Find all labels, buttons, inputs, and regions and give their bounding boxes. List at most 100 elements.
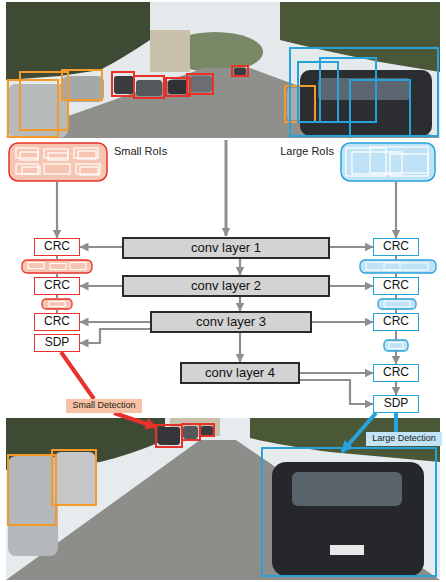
roi-box (50, 264, 66, 270)
sky (6, 2, 440, 138)
roi-box (80, 167, 98, 175)
roi-blob (378, 299, 416, 309)
roi-box (74, 148, 98, 158)
connector-arrow (395, 382, 397, 395)
roi-box (384, 263, 428, 270)
node-label: CRC (383, 240, 409, 253)
roi-blob-outline (341, 143, 435, 181)
connector-arrow (330, 246, 373, 248)
crc-box: CRC (34, 313, 80, 331)
node-label: Small Detection (72, 401, 135, 411)
roi-box (298, 62, 338, 122)
roi-blob (22, 260, 92, 309)
roi-box (389, 343, 403, 349)
roi-box (232, 66, 248, 76)
roi-box (352, 152, 402, 174)
roi-box (112, 72, 134, 96)
roi-box (20, 72, 68, 130)
roi-box (16, 164, 38, 174)
sdp-box: SDP (373, 395, 419, 413)
car (190, 76, 212, 92)
crc-box: CRC (373, 364, 419, 382)
roi-box (187, 74, 213, 94)
node-label: CRC (44, 240, 70, 253)
roi-box (290, 48, 438, 136)
roi-box (350, 80, 410, 136)
blob-link (395, 295, 397, 299)
node-label: conv layer 3 (196, 315, 266, 329)
detection-box (200, 424, 214, 436)
node-label: Large Detection (372, 434, 436, 444)
blob-link (56, 295, 58, 299)
building (150, 30, 190, 72)
trees (6, 2, 150, 80)
connector-arrow (239, 297, 241, 311)
car (114, 76, 134, 94)
detection-box (8, 455, 56, 525)
detection-box (52, 450, 96, 505)
car (234, 68, 246, 75)
connector-arrow (61, 352, 94, 399)
connector-arrow (330, 285, 373, 287)
node-label: SDP (384, 397, 409, 410)
car (54, 452, 96, 506)
roi-box (62, 70, 102, 100)
connector-arrow (239, 333, 241, 362)
roi-box (20, 152, 38, 160)
car (8, 456, 58, 556)
crc-box: CRC (34, 238, 80, 256)
roi-box (384, 301, 410, 307)
connector-arrow (312, 321, 373, 323)
detection-arrow (114, 413, 156, 427)
street-photo (6, 418, 440, 580)
roi-blob-outline (9, 143, 107, 181)
node-label: CRC (383, 279, 409, 292)
connector-arrow (56, 182, 58, 238)
roi-box (134, 76, 164, 98)
car-window (292, 472, 402, 506)
connector-arrow (80, 329, 150, 343)
car (168, 80, 188, 94)
roi-group: Large RoIs (340, 142, 436, 182)
node-label: conv layer 1 (191, 241, 261, 255)
car (272, 462, 424, 576)
roi-box (370, 147, 428, 173)
roi-blob (360, 260, 436, 351)
connector-arrow (300, 380, 373, 404)
connector-arrow (239, 259, 241, 275)
connector-arrow (394, 413, 398, 432)
node-label: Large RoIs (280, 145, 334, 157)
roi-box (78, 151, 96, 159)
conv-layer: conv layer 2 (122, 275, 330, 297)
car-window (318, 78, 410, 100)
conv-layer: conv layer 4 (180, 362, 300, 384)
roi-blob (384, 340, 408, 351)
car (201, 426, 213, 436)
roi-blob (22, 260, 92, 273)
node-label: Small RoIs (114, 145, 167, 157)
roi-blob (340, 142, 436, 182)
roi-box (44, 164, 70, 174)
blob-link (395, 256, 397, 364)
roi-box (22, 167, 40, 174)
node-label: conv layer 2 (191, 279, 261, 293)
roi-box (390, 154, 428, 176)
car (136, 80, 162, 96)
connector-arrow (80, 246, 122, 248)
blob-link (395, 331, 397, 340)
node-label: conv layer 4 (205, 366, 275, 380)
node-label: CRC (44, 315, 70, 328)
conv-layer: conv layer 1 (122, 237, 330, 259)
street-photo (6, 2, 440, 138)
connector-arrow (80, 285, 122, 287)
detection-tag: Large Detection (366, 432, 442, 446)
roi-box (8, 80, 58, 137)
roi-box (49, 302, 65, 307)
node-label: SDP (45, 336, 70, 349)
node-label: CRC (383, 315, 409, 328)
detection-box (156, 425, 182, 447)
blob-link (395, 256, 397, 260)
blob-link (56, 256, 58, 260)
